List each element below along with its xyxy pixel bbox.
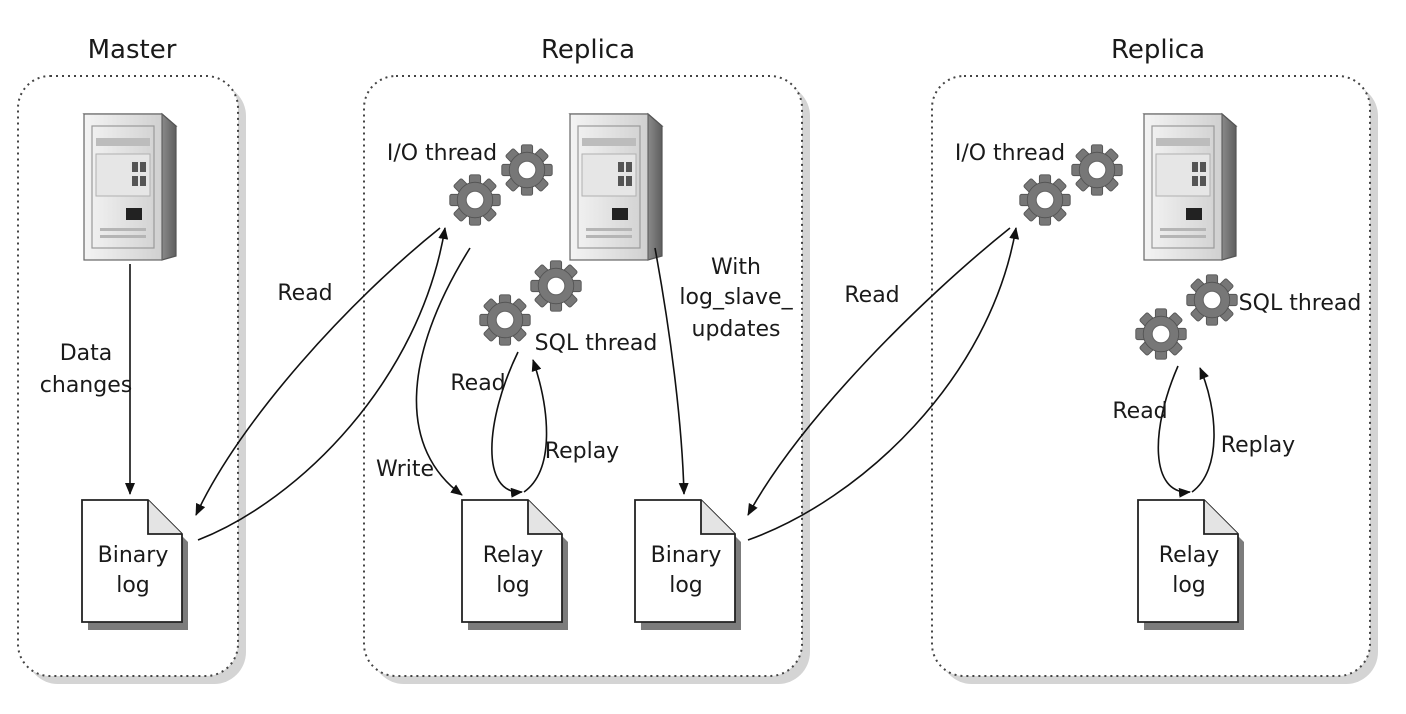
replica1-title: Replica [541, 35, 635, 65]
replica1-sql-thread-label: SQL thread [535, 331, 658, 356]
replica2-io-gear-icon [1019, 174, 1071, 226]
master-binary-log-label-2: log [116, 573, 150, 598]
replica1-relay-log-label-1: Relay [483, 543, 543, 568]
data-changes-label-1: Data [60, 341, 113, 366]
log-slave-updates-arrow [654, 247, 689, 495]
replica2-sql-thread-label: SQL thread [1239, 291, 1362, 316]
replica2-read-from-replica-label: Read [844, 283, 899, 308]
replica1-binary-log-label-2: log [669, 573, 703, 598]
replica1-io-thread-label: I/O thread [387, 141, 497, 166]
replica2-relay-log-label-2: log [1172, 573, 1206, 598]
replica2-title: Replica [1111, 35, 1205, 65]
replica1-server-icon [569, 113, 663, 261]
replica1-sql-read-arrow [491, 351, 523, 498]
replica2-sql-read-arrow [1157, 365, 1191, 498]
write-arrow [415, 247, 471, 496]
write-label: Write [376, 457, 434, 482]
replica2-box [931, 75, 1371, 677]
master-read-arrow [195, 227, 441, 516]
replica1-replay-label: Replay [545, 439, 619, 464]
replica1-sql-gear-icon [479, 294, 531, 346]
replica1-io-gear-icon [449, 174, 501, 226]
master-server-icon [83, 113, 177, 261]
replica2-io-thread-label: I/O thread [955, 141, 1065, 166]
replica2-relay-log-label-1: Relay [1159, 543, 1219, 568]
replica1-read-from-master-label: Read [277, 281, 332, 306]
replica2-sql-gear-icon [1135, 308, 1187, 360]
replica2-read-arrow [747, 227, 1011, 516]
data-changes-label-2: changes [40, 373, 132, 398]
replica1-replay-arrow [523, 359, 548, 493]
replica1-binary-log-label-1: Binary [651, 543, 722, 568]
replica1-sql-gear-icon-2 [530, 260, 582, 312]
with-label-2: log_slave_ [679, 285, 793, 310]
master-box [17, 75, 239, 677]
with-label-3: updates [692, 317, 781, 342]
replica2-replay-label: Replay [1221, 433, 1295, 458]
replica1-read-label: Read [450, 371, 505, 396]
replica2-read-return-arrow [747, 227, 1020, 541]
replica2-sql-gear-icon-2 [1186, 274, 1238, 326]
replica2-replay-arrow [1191, 367, 1215, 493]
replica2-server-icon [1143, 113, 1237, 261]
master-title: Master [88, 35, 177, 65]
master-binary-log-label-1: Binary [98, 543, 169, 568]
replica2-read-label: Read [1112, 399, 1167, 424]
replica1-relay-log-label-2: log [496, 573, 530, 598]
with-label-1: With [711, 255, 761, 280]
replica1-io-gear-icon-2 [501, 144, 553, 196]
replica2-io-gear-icon-2 [1071, 144, 1123, 196]
master-read-return-arrow [197, 227, 449, 541]
